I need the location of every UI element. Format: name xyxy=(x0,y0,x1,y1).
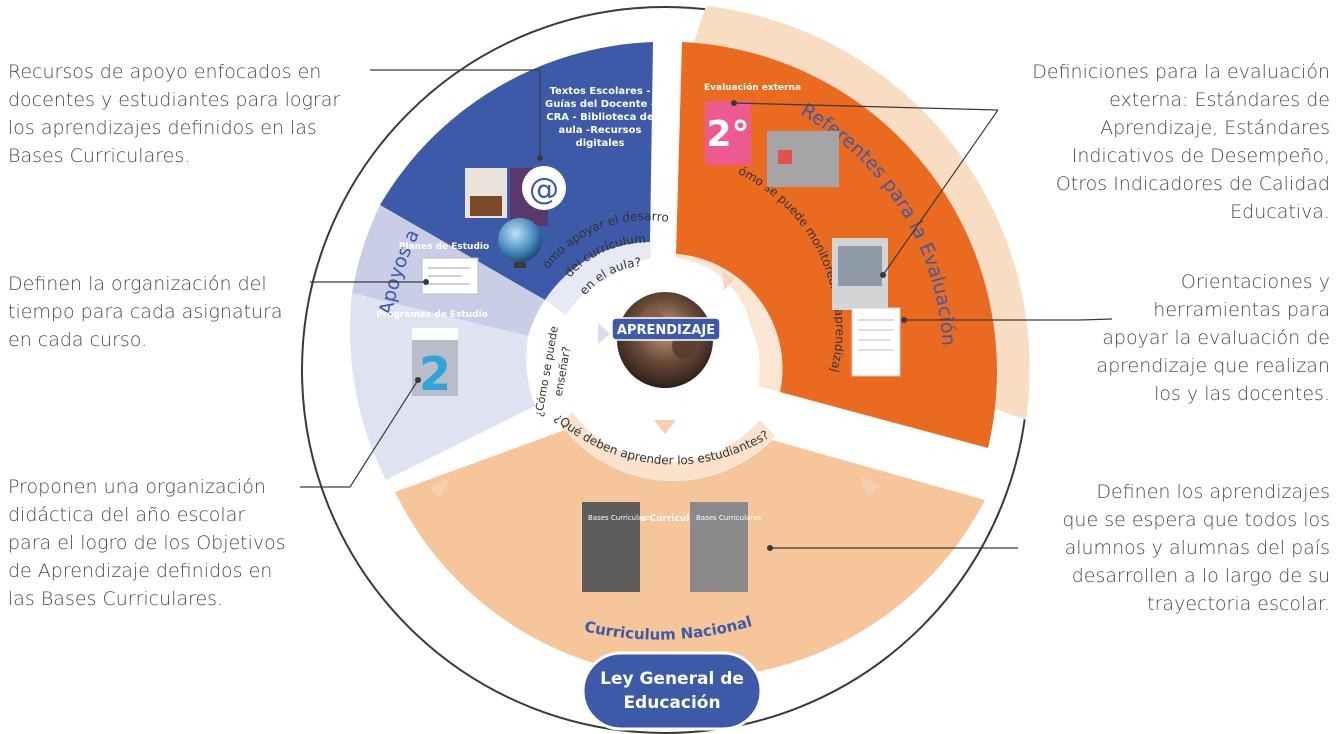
globe-stand xyxy=(514,262,526,268)
programa-cover-header xyxy=(412,328,458,340)
annotation-bases: Definen los aprendizajes que se espera q… xyxy=(1062,481,1330,615)
connector-dot-orientaciones xyxy=(901,317,907,323)
connector-dot-bases xyxy=(767,545,773,551)
ley-general-line2: Educación xyxy=(623,693,720,713)
programa-grade-number: 2 xyxy=(419,347,451,401)
connector-dot-programas xyxy=(415,377,421,383)
textos-escolares-line4: aula -Recursos xyxy=(559,125,642,136)
textos-escolares-line2: Guías del Docente - xyxy=(545,98,655,110)
connector-dot-evaluacion-2 xyxy=(880,272,886,278)
bases-label: Bases Curriculares xyxy=(617,514,712,524)
curriculum-inner-band xyxy=(560,412,775,481)
annotation-planes: Definen la organización del tiempo para … xyxy=(8,273,283,351)
annotation-programas: Proponen una organización didáctica del … xyxy=(8,476,286,610)
connector-programas xyxy=(300,379,419,488)
globe-icon xyxy=(498,218,542,262)
textos-escolares-line5: digitales xyxy=(576,138,625,149)
ley-general-pill xyxy=(581,651,763,731)
evaluacion-cover-pink xyxy=(705,101,751,165)
connector-evaluacion-1 xyxy=(733,102,999,111)
arrow-bottom-right xyxy=(860,476,880,496)
connector-dot-evaluacion-1 xyxy=(731,100,737,106)
evaluacion-externa-label: Evaluación externa xyxy=(704,82,801,93)
digital-resource-bubble xyxy=(522,166,566,210)
textbook-illustration xyxy=(470,196,502,216)
ley-general-line1: Ley General de xyxy=(600,669,744,689)
bases-cover-dark-title: Bases Curriculares xyxy=(588,514,653,522)
aprendizaje-label-box xyxy=(611,317,721,341)
arrow-right-inner xyxy=(722,270,734,290)
evaluacion-grade-number: 2° xyxy=(706,114,749,155)
evaluacion-cover-gray xyxy=(767,131,839,187)
connector-dot-planes xyxy=(423,279,429,285)
annotation-evaluacion: Definiciones para la evaluación externa:… xyxy=(1032,61,1330,223)
arrow-bottom-left xyxy=(430,478,450,498)
bases-cover-dark xyxy=(582,502,640,592)
bases-cover-gray-title: Bases Curriculares xyxy=(696,514,761,522)
at-sign-icon: @ xyxy=(529,172,559,207)
textos-escolares-line1: Textos Escolares - xyxy=(550,86,651,97)
connector-recursos xyxy=(370,69,541,158)
connector-orientaciones xyxy=(904,318,1113,321)
arrow-left-inner xyxy=(598,323,610,344)
annotation-orientaciones: Orientaciones y herramientas para apoyar… xyxy=(1096,271,1330,405)
apoyos-inner-band xyxy=(545,242,652,315)
aprendizaje-label: APRENDIZAJE xyxy=(617,323,715,338)
arrow-bottom-inner xyxy=(654,420,676,434)
connector-evaluacion-2 xyxy=(882,109,999,276)
evaluacion-logo-mark xyxy=(778,150,792,164)
planes-label: Planes de Estudio xyxy=(399,242,489,252)
bases-cover-gray xyxy=(690,502,748,592)
annotation-recursos: Recursos de apoyo enfocados en docentes … xyxy=(8,61,341,167)
textos-escolares-line3: CRA - Biblioteca de xyxy=(546,112,654,123)
connector-dot-recursos xyxy=(537,155,543,161)
estandares-pattern xyxy=(838,246,882,286)
programas-label: Programas de Estudio xyxy=(376,310,488,320)
orientaciones-document xyxy=(851,307,901,377)
